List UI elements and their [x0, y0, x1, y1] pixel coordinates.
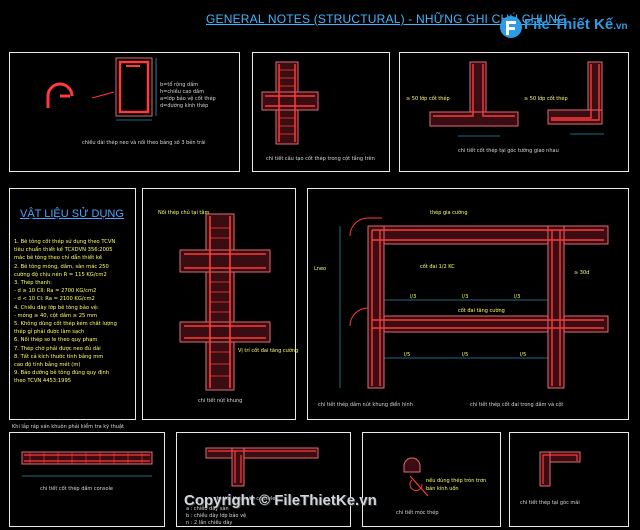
- materials-item: 8. Tất cả kích thước tính bằng mm: [14, 353, 104, 360]
- materials-item: thép gỉ phải được làm sạch: [14, 329, 85, 336]
- stirrup-drawing: [46, 57, 157, 121]
- stirrup-label-3: a=lớp bảo vệ cốt thép: [160, 96, 216, 102]
- column-joint-label-1: Nối thép chủ tại tâm: [158, 210, 210, 216]
- materials-title: VẬT LIỆU SỬ DỤNG: [20, 208, 124, 220]
- materials-item: 4. Chiều dày lớp bê tông bảo vệ:: [14, 304, 99, 311]
- materials-item: theo TCVN 4453:1995: [14, 378, 72, 385]
- column-top-drawing: [261, 61, 319, 145]
- frame-label-4: ≥ 30d: [574, 270, 590, 276]
- beam-detail-drawing: [21, 451, 153, 477]
- column-joint-drawing: [179, 213, 271, 391]
- panel-stirrup: [9, 52, 240, 172]
- panel-slab-detail: [176, 432, 351, 527]
- frame-dim-4: l/5: [404, 352, 411, 358]
- frame-dim-2: l/3: [462, 294, 469, 300]
- logo-text: File Thiết Kế.vn: [524, 16, 628, 33]
- materials-item: - d ≥ 10 CII: Ra = 2700 KG/cm2: [14, 288, 97, 295]
- panel-frame: [307, 188, 629, 420]
- frame-label-3: cốt đai tăng cường: [458, 308, 505, 314]
- materials-list: 1. Bê tông cốt thép sử dụng theo TCVN ti…: [14, 238, 132, 386]
- frame-label-2: cốt đai 1/2 KC: [420, 264, 455, 270]
- materials-item: 2. Bê tông móng, dầm, sàn mác 250: [14, 263, 109, 270]
- wall-corner-caption: chi tiết cốt thép tại góc tường giao nha…: [458, 148, 559, 154]
- materials-item: 1. Bê tông cốt thép sử dụng theo TCVN: [14, 239, 116, 245]
- wall-corner-drawing: [429, 61, 604, 137]
- hook-detail-drawing: [403, 457, 429, 497]
- panel-materials: [9, 188, 136, 420]
- panel-column-top: [252, 52, 390, 172]
- slab-detail-caption: chi tiết thép sàn console: [214, 496, 276, 502]
- materials-footer: Khi lắp ráp ván khuôn phải kiểm tra kỹ t…: [12, 424, 124, 430]
- frame-dim-6: l/5: [520, 352, 527, 358]
- stirrup-label-2: h=chiều cao dầm: [160, 89, 205, 95]
- frame-caption-1: chi tiết thép dầm nút khung điển hình: [318, 402, 413, 408]
- panel-beam-detail: [9, 432, 165, 527]
- materials-item: mác bê tông theo chỉ dẫn thiết kế: [14, 255, 103, 262]
- column-top-caption: chi tiết cấu tạo cốt thép trong cột tầng…: [266, 156, 375, 162]
- panel-wall-corner: [399, 52, 629, 172]
- copyright-watermark: Copyright © FileThietKe.vn: [184, 492, 377, 509]
- materials-item: 7. Thép chờ phải được neo đủ dài: [14, 345, 101, 352]
- materials-item: 3. Thép thanh:: [14, 280, 53, 287]
- hook-detail-label-2: bán kính uốn: [426, 486, 459, 492]
- materials-item: cường độ chịu nén R = 115 KG/cm2: [14, 271, 107, 278]
- materials-item: - d < 10 CI: Ra = 2100 KG/cm2: [14, 296, 95, 303]
- corner-detail-drawing: [539, 451, 581, 487]
- panel-column-joint: [142, 188, 296, 420]
- hook-detail-label-1: nếu dùng thép tròn trơn: [426, 478, 487, 484]
- frame-dim-5: l/5: [462, 352, 469, 358]
- panel-corner-detail: [509, 432, 629, 527]
- column-joint-label-2: Vị trí cốt đai tăng cường: [238, 348, 299, 354]
- slab-detail-drawing: [205, 447, 319, 487]
- frame-drawing: [339, 217, 609, 389]
- frame-label-5: Lneo: [314, 266, 327, 272]
- column-joint-caption: chi tiết nút khung: [198, 398, 243, 404]
- slab-detail-label-3: n : 2 lần chiều dày: [186, 520, 233, 526]
- frame-dim-3: l/3: [514, 294, 521, 300]
- wall-corner-label-1: ≥ 50 lớp cốt thép: [406, 96, 450, 102]
- page-title: GENERAL NOTES (STRUCTURAL) - NHỮNG GHI C…: [206, 12, 567, 26]
- stirrup-label-1: b=tổ rộng dầm: [160, 82, 199, 88]
- frame-dim-1: l/3: [410, 294, 417, 300]
- stirrup-caption: chiều dài thép neo và nối theo bảng số 3…: [82, 140, 206, 146]
- panel-hook-detail: [362, 432, 501, 527]
- slab-detail-label-2: b : chiều dày lớp bảo vệ: [186, 513, 247, 519]
- frame-caption-2: chi tiết thép cốt đai trong dầm và cột: [470, 402, 564, 408]
- materials-item: - móng ≥ 40, cột dầm ≥ 25 mm: [14, 312, 98, 319]
- filethietke-logo: File Thiết Kế.vn: [498, 14, 628, 40]
- hook-detail-caption: chi tiết móc thép: [396, 510, 439, 516]
- materials-item: 9. Bảo dưỡng bê tông đúng quy định: [14, 370, 110, 377]
- frame-label-1: thép gia cường: [430, 210, 468, 216]
- beam-detail-caption: chi tiết cốt thép dầm console: [40, 486, 114, 492]
- wall-corner-label-2: ≥ 50 lớp cốt thép: [524, 96, 568, 102]
- materials-item: cao độ tính bằng mét (m): [14, 362, 81, 369]
- slab-detail-label-1: a : chiều dày sàn: [186, 506, 229, 512]
- materials-item: 6. Nối thép so le theo quy phạm: [14, 337, 98, 344]
- materials-item: 5. Không dùng cốt thép kém chất lượng: [14, 321, 117, 328]
- stirrup-label-4: d=đường kính thép: [160, 103, 209, 109]
- logo-icon: [500, 16, 522, 38]
- materials-item: tiêu chuẩn thiết kế TCXDVN 356:2005: [14, 247, 113, 254]
- corner-detail-caption: chi tiết thép tại góc mái: [520, 500, 580, 506]
